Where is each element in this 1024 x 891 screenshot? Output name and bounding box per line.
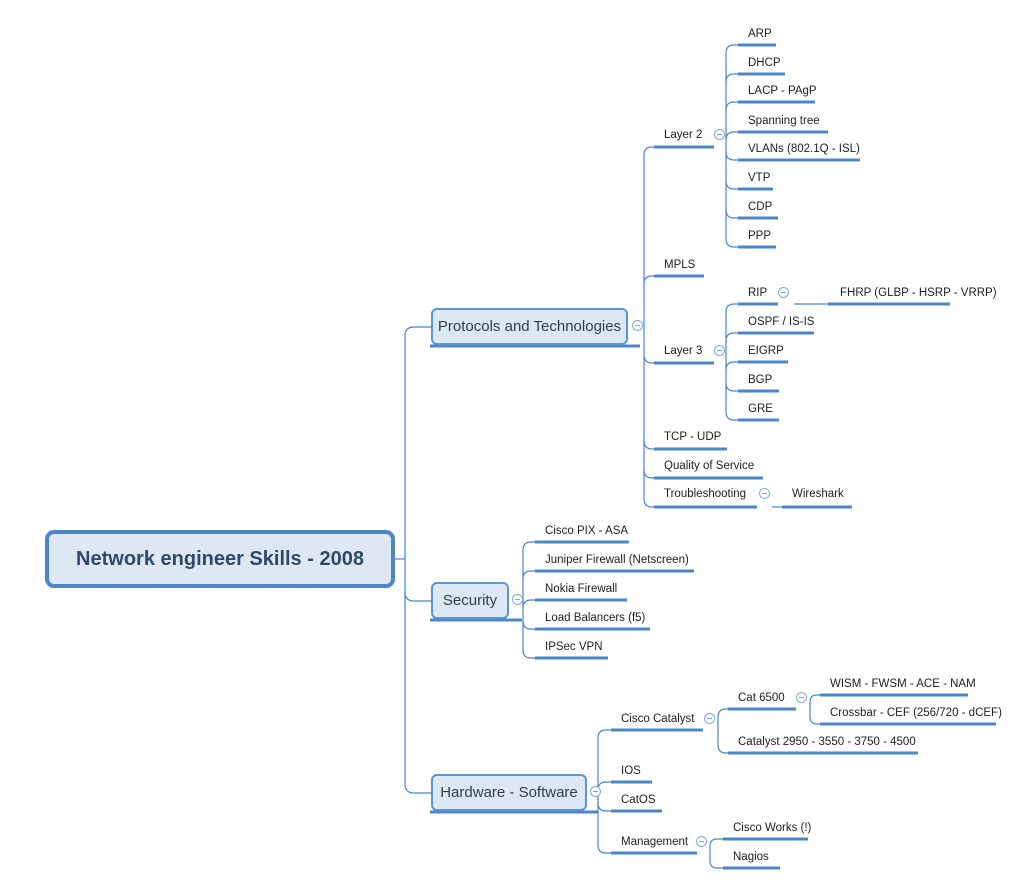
connector-38 [522, 649, 535, 659]
node-management[interactable]: Management [621, 836, 689, 848]
node-eigrp[interactable]: EIGRP [748, 345, 784, 357]
node-dhcp[interactable]: DHCP [748, 57, 781, 69]
connector-27 [725, 361, 738, 371]
node-cat6500[interactable]: Cat 6500 [738, 692, 785, 704]
collapse-troubleshooting-icon[interactable] [759, 488, 770, 499]
topic-hardware-software[interactable]: Hardware - Software [431, 774, 587, 811]
connector-4 [404, 783, 431, 794]
node-troubleshooting[interactable]: Troubleshooting [664, 488, 747, 500]
collapse-layer3-icon[interactable] [714, 345, 725, 356]
collapse-layer2-icon[interactable] [714, 129, 725, 140]
node-catos[interactable]: CatOS [621, 794, 656, 806]
node-tcp-udp[interactable]: TCP - UDP [664, 431, 722, 443]
node-fhrp[interactable]: FHRP (GLBP - HSRP - VRRP) [840, 287, 997, 299]
node-mpls[interactable]: MPLS [664, 259, 696, 271]
node-cisco-catalyst[interactable]: Cisco Catalyst [621, 713, 695, 725]
connector-51 [809, 694, 820, 703]
node-ppp[interactable]: PPP [748, 230, 772, 242]
connector-34 [522, 541, 535, 551]
topic-protocols[interactable]: Protocols and Technologies [431, 308, 628, 345]
connector-17 [725, 101, 738, 111]
topic-security[interactable]: Security [431, 582, 509, 619]
connector-37 [522, 620, 535, 630]
connector-41 [597, 729, 611, 739]
connector-21 [725, 209, 738, 219]
node-juniper[interactable]: Juniper Firewall (Netscreen) [545, 554, 689, 566]
collapse-catalyst-icon[interactable] [704, 713, 715, 724]
node-vtp[interactable]: VTP [748, 172, 771, 184]
connector-29 [725, 411, 738, 421]
node-crossbar[interactable]: Crossbar - CEF (256/720 - dCEF) [830, 707, 1002, 719]
connector-52 [809, 716, 820, 725]
connector-44 [597, 844, 611, 854]
connector-12 [643, 498, 654, 508]
node-vlans[interactable]: VLANs (802.1Q - ISL) [748, 143, 860, 155]
connector-15 [725, 44, 738, 54]
connector-19 [725, 151, 738, 161]
node-layer2[interactable]: Layer 2 [664, 129, 703, 141]
connector-28 [725, 382, 738, 392]
node-bgp[interactable]: BGP [748, 374, 773, 386]
node-cisco-pix[interactable]: Cisco PIX - ASA [545, 525, 629, 537]
node-catalyst-models[interactable]: Catalyst 2950 - 3550 - 3750 - 4500 [738, 736, 916, 748]
connector-56 [709, 860, 723, 869]
collapse-hardware-icon[interactable] [590, 786, 601, 797]
node-ipsec[interactable]: IPSec VPN [545, 641, 603, 653]
node-qos[interactable]: Quality of Service [664, 460, 755, 472]
collapse-management-icon[interactable] [696, 836, 707, 847]
connector-55 [709, 838, 723, 847]
node-ios[interactable]: IOS [621, 765, 641, 777]
connector-2 [404, 326, 431, 337]
collapse-cat6500-icon[interactable] [796, 692, 807, 703]
node-ospf[interactable]: OSPF / IS-IS [748, 316, 815, 328]
connector-22 [725, 238, 738, 248]
collapse-security-icon[interactable] [512, 594, 523, 605]
connector-48 [717, 744, 728, 754]
node-cisco-works[interactable]: Cisco Works (!) [733, 822, 812, 834]
connector-25 [725, 303, 738, 313]
connector-10 [643, 440, 654, 450]
node-lacp[interactable]: LACP - PAgP [748, 85, 817, 97]
node-rip[interactable]: RIP [748, 287, 768, 299]
node-nokia[interactable]: Nokia Firewall [545, 583, 618, 595]
node-wireshark[interactable]: Wireshark [792, 488, 844, 500]
connector-26 [725, 332, 738, 342]
node-arp[interactable]: ARP [748, 28, 772, 40]
node-layer3[interactable]: Layer 3 [664, 345, 703, 357]
connector-43 [597, 802, 611, 812]
node-wism[interactable]: WISM - FWSM - ACE - NAM [830, 678, 976, 690]
connector-47 [717, 708, 728, 718]
node-load-balancers[interactable]: Load Balancers (f5) [545, 612, 646, 624]
node-cdp[interactable]: CDP [748, 201, 773, 213]
connector-36 [522, 599, 535, 609]
connector-11 [643, 469, 654, 479]
connector-3 [404, 591, 431, 602]
connector-35 [522, 570, 535, 580]
node-spanning-tree[interactable]: Spanning tree [748, 115, 820, 127]
connector-20 [725, 180, 738, 190]
collapse-rip-icon[interactable] [778, 287, 789, 298]
node-gre[interactable]: GRE [748, 403, 773, 415]
connector-7 [643, 146, 654, 156]
collapse-protocols-icon[interactable] [632, 320, 643, 331]
connector-9 [643, 354, 654, 364]
central-topic[interactable]: Network engineer Skills - 2008 [45, 530, 395, 588]
connector-16 [725, 73, 738, 83]
connector-8 [643, 275, 654, 285]
node-nagios[interactable]: Nagios [733, 851, 769, 863]
connector-18 [725, 131, 738, 141]
